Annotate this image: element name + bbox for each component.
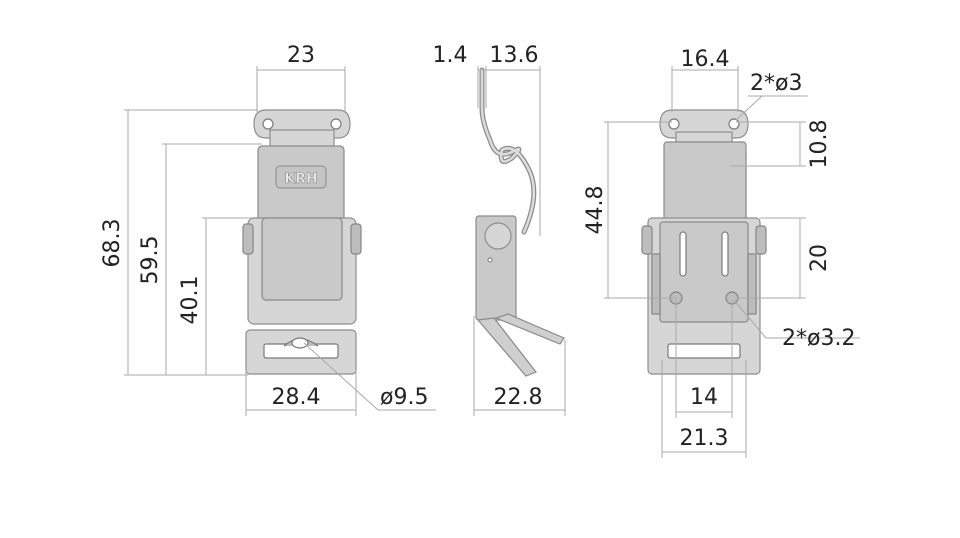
side-view: 1.4 13.6 22.8 bbox=[433, 43, 566, 416]
rear-view: 16.4 2*ø3 10.8 44.8 20 bbox=[583, 47, 860, 458]
logo-text: KRH bbox=[284, 171, 317, 187]
dim-label-59-5: 59.5 bbox=[138, 236, 163, 285]
dim-label-13-6: 13.6 bbox=[490, 43, 539, 68]
dim-label-44-8: 44.8 bbox=[583, 186, 608, 235]
dim-label-28-4: 28.4 bbox=[272, 385, 321, 410]
dim-label-dia-9-5: ø9.5 bbox=[380, 385, 428, 410]
dim-front-top-width: 23 bbox=[256, 43, 346, 112]
dim-front-body-height: 59.5 bbox=[138, 143, 262, 375]
dim-label-2-dia-3: 2*ø3 bbox=[750, 71, 802, 96]
side-latch-profile bbox=[475, 67, 565, 377]
dim-label-20: 20 bbox=[807, 244, 832, 272]
dim-rear-base-width: 21.3 bbox=[661, 360, 747, 458]
dim-label-22-8: 22.8 bbox=[494, 385, 543, 410]
dim-label-2-dia-3-2: 2*ø3.2 bbox=[782, 326, 855, 351]
dim-side-top: 1.4 13.6 bbox=[433, 43, 541, 236]
dim-label-16-4: 16.4 bbox=[681, 47, 730, 72]
leader-rear-top-holes: 2*ø3 bbox=[735, 71, 808, 121]
dim-label-14: 14 bbox=[690, 385, 718, 410]
dim-rear-slot-spacing: 14 bbox=[675, 300, 733, 418]
front-view: KRH 23 68.3 bbox=[100, 43, 436, 416]
dim-rear-top-width: 16.4 bbox=[671, 47, 739, 112]
dim-front-base-height: 40.1 bbox=[178, 217, 252, 375]
dim-label-23: 23 bbox=[287, 43, 315, 68]
dim-rear-span: 44.8 bbox=[583, 121, 676, 299]
dim-front-base-width: 28.4 bbox=[245, 370, 357, 416]
leader-front-hole-dia: ø9.5 bbox=[303, 342, 436, 411]
leader-rear-base-holes: 2*ø3.2 bbox=[733, 299, 860, 351]
dim-label-10-8: 10.8 bbox=[807, 120, 832, 169]
dim-rear-base-spacing: 20 bbox=[738, 217, 832, 299]
dim-label-68-3: 68.3 bbox=[100, 219, 125, 268]
front-latch-body: KRH bbox=[242, 109, 362, 375]
dim-label-1-4: 1.4 bbox=[433, 43, 468, 68]
dim-side-depth: 22.8 bbox=[473, 316, 566, 416]
dim-label-40-1: 40.1 bbox=[178, 276, 203, 325]
rear-latch-body bbox=[641, 109, 767, 375]
dim-front-total-height: 68.3 bbox=[100, 109, 258, 376]
dim-rear-hole-spacing: 10.8 bbox=[730, 120, 832, 169]
dim-label-21-3: 21.3 bbox=[680, 426, 729, 451]
